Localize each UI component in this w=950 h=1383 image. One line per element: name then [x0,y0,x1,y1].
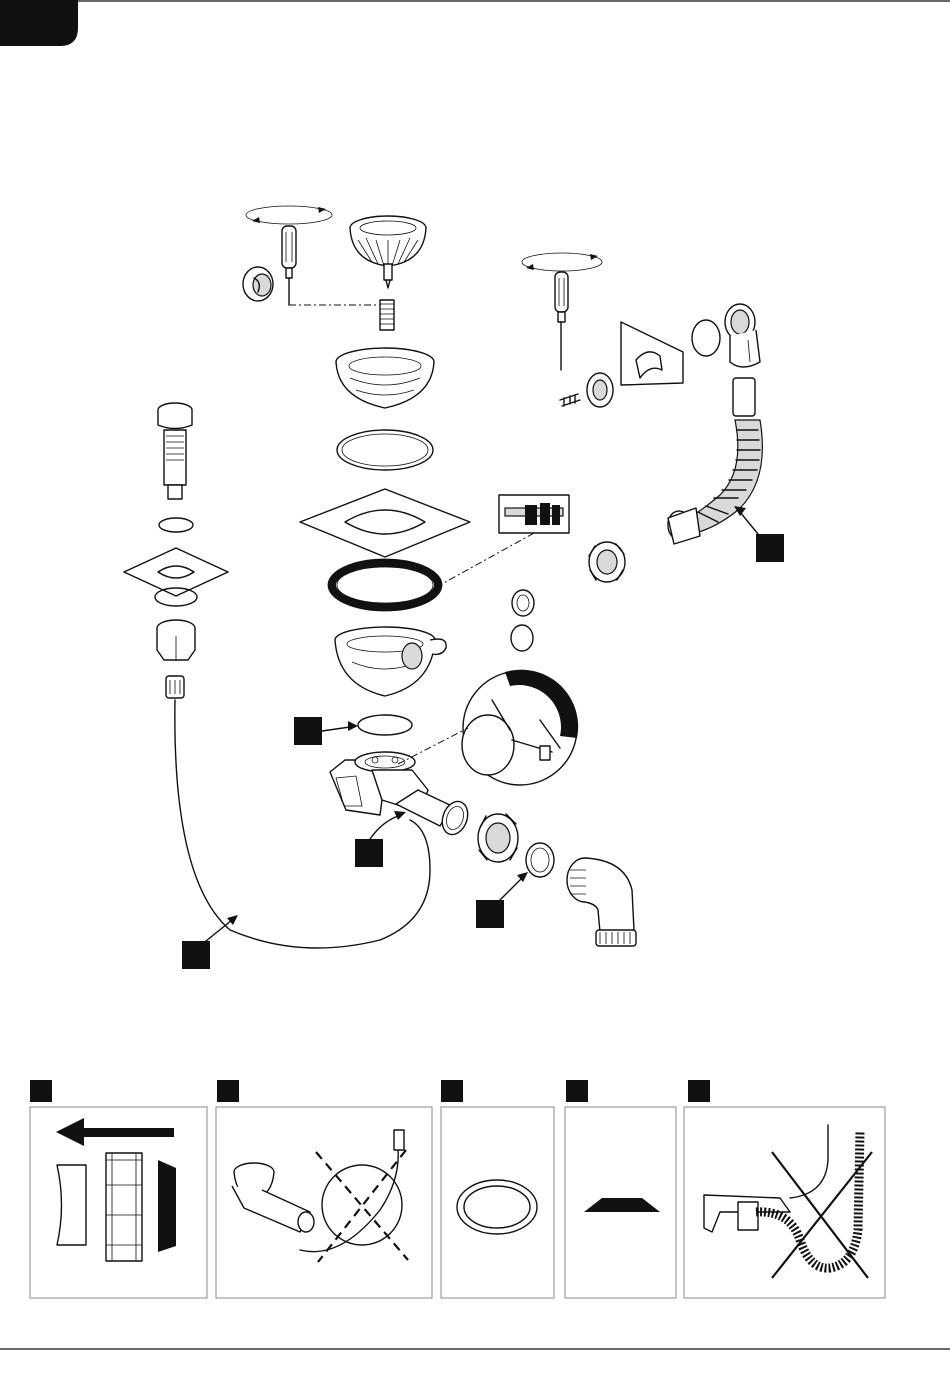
detail-panel-cable-routing [216,1080,432,1298]
hex-nut-lower-icon [478,814,518,862]
header-tab [0,0,78,46]
detail-panel-direction [30,1080,207,1298]
trap-body-icon [330,752,472,838]
rotation-arrow-right [522,253,602,271]
cable-connector-icon [166,676,184,698]
magnified-detail [398,670,578,785]
callout-trap-body [355,811,406,867]
detail-panel-conical-seal [565,1080,676,1298]
hex-nut-top-icon [589,542,625,582]
corrugated-hose-icon [666,378,763,544]
small-disc-icon [511,625,533,651]
overflow-elbow-icon [725,304,760,367]
threaded-stem-icon [380,300,394,330]
strainer-assembly [243,206,569,735]
strainer-basket-icon [350,216,426,288]
overflow-washer-icon [159,518,193,532]
detail-panel-flat-gasket [441,1080,554,1298]
callout-cable [182,915,238,969]
callout-hose [734,506,784,562]
screw-cap-icon [243,267,273,301]
callout-gasket [294,717,358,745]
gasket-profile-detail [440,495,569,585]
overflow-nut-icon [157,620,195,660]
small-ring-icon [512,590,534,616]
header [0,0,950,46]
outlet-elbow-icon [567,858,636,946]
screwdriver-left-icon [282,226,296,305]
cone-ring-icon [526,843,554,877]
screwdriver-right-icon [555,272,568,370]
sink-flange-icon [336,348,434,408]
screw-icon [560,394,580,406]
overflow-ring-right-icon [692,320,720,356]
o-ring-top-icon [337,430,433,470]
thick-gasket-icon [328,559,442,611]
callout-nut-seal [476,872,528,928]
detail-panel-hose-routing [684,1080,885,1298]
rosette-cover-icon [587,373,613,407]
flat-ring-icon [358,715,412,735]
drain-basin-icon [335,627,446,696]
